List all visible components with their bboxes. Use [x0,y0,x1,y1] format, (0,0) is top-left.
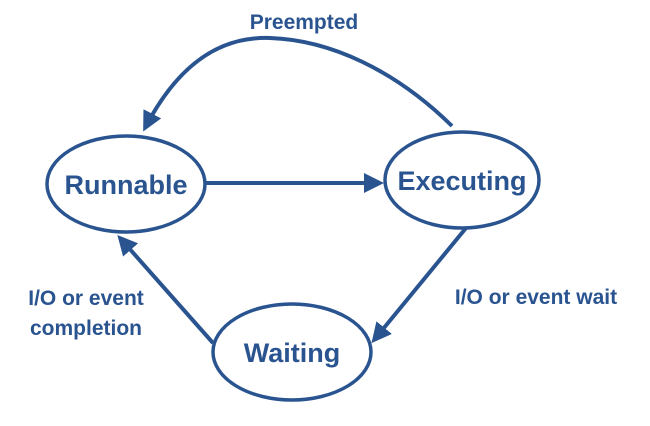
edge-label-io-wait: I/O or event wait [455,286,617,309]
state-executing-shape [383,130,541,230]
state-waiting-label: Waiting [244,338,340,368]
edge-io-completion [117,235,215,345]
state-runnable-label: Runnable [64,170,187,200]
state-runnable: Runnable [45,134,207,234]
edge-label-io-completion-line1: I/O or event [28,287,144,310]
edge-label-io-completion-line2: completion [30,317,142,340]
edge-label-preempted: Preempted [250,11,359,34]
state-executing: Executing [383,130,541,230]
state-runnable-shape [45,134,207,234]
edge-preempted [143,35,454,132]
state-waiting: Waiting [211,302,373,402]
state-waiting-shape [211,302,373,402]
state-executing-label: Executing [397,166,526,196]
edge-io-wait [371,226,468,344]
